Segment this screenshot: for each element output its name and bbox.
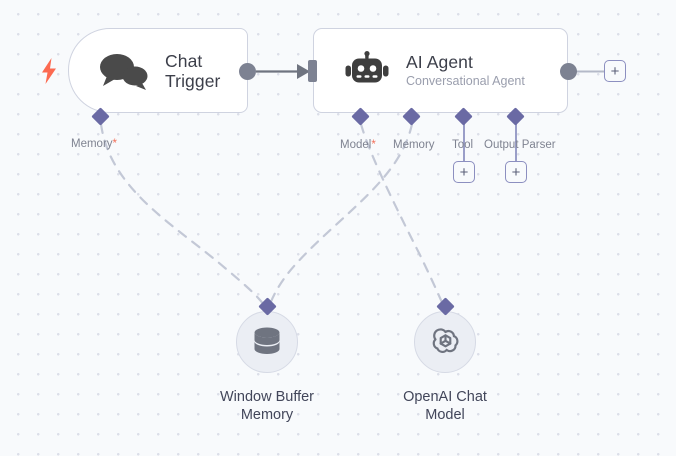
ai-agent-model-label: Model* [340, 139, 376, 152]
ai-agent-tool-add-button[interactable]: + [453, 161, 475, 183]
connector-chat-trigger-memory-to-window-buffer [99, 122, 269, 312]
port-label-text: Memory [71, 138, 113, 150]
ai-agent-memory-label: Memory [393, 139, 435, 151]
ai-agent-output-parser-label: Output Parser [484, 139, 556, 151]
subnode-label-line2: Model [425, 407, 465, 423]
node-ai-agent-title: AI Agent [406, 52, 473, 72]
ai-agent-output-parser-add-button[interactable]: + [505, 161, 527, 183]
node-ai-agent[interactable]: AI Agent Conversational Agent [313, 28, 568, 113]
ai-agent-tool-label: Tool [452, 139, 474, 151]
subnode-window-buffer-memory-label: Window Buffer Memory [182, 388, 352, 424]
node-chat-trigger[interactable]: Chat Trigger [68, 28, 248, 113]
ai-agent-output-dot[interactable] [560, 63, 577, 80]
subnode-label-line1: Window Buffer [219, 389, 315, 405]
subnode-window-buffer-memory[interactable] [236, 311, 298, 373]
lightning-bolt-icon [42, 58, 56, 84]
subnode-label-line2: Memory [240, 407, 294, 423]
chat-trigger-memory-label: Memory* [71, 138, 117, 151]
node-ai-agent-subtitle: Conversational Agent [406, 74, 525, 88]
subnode-openai-chat-model[interactable] [414, 311, 476, 373]
ai-agent-output-add-button[interactable]: + [604, 60, 626, 82]
database-icon [254, 327, 280, 354]
port-label-text: Model [340, 139, 372, 151]
subnode-openai-chat-model-label: OpenAI Chat Model [360, 388, 530, 424]
robot-icon [344, 50, 390, 91]
node-chat-trigger-title: Chat Trigger [165, 50, 221, 91]
subnode-label-line1: OpenAI Chat [403, 389, 487, 405]
required-asterisk: * [371, 139, 376, 151]
chat-trigger-output-dot[interactable] [239, 63, 256, 80]
openai-icon [432, 327, 458, 353]
required-asterisk: * [112, 138, 118, 150]
chat-bubbles-icon [97, 51, 149, 91]
ai-agent-input-port[interactable] [308, 60, 317, 82]
